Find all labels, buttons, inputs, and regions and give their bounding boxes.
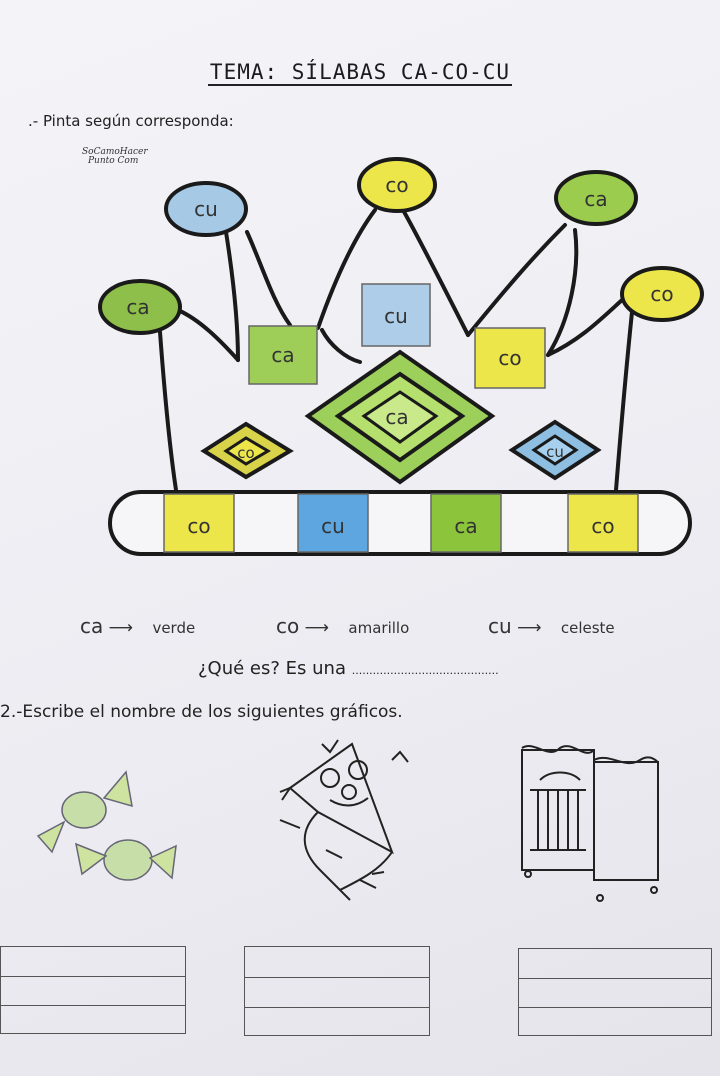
circle-co-right: co — [620, 266, 704, 322]
worksheet-title: TEMA: SÍLABAS CA-CO-CU — [207, 60, 513, 86]
legend-ca-color: verde — [152, 619, 196, 637]
circle-co-label: co — [385, 173, 408, 197]
band-box-co-left: co — [163, 493, 235, 553]
kite-icon — [279, 739, 409, 901]
legend-ca-syllable: ca — [80, 614, 104, 638]
answer-blank[interactable]: ........................................… — [351, 664, 499, 677]
diamond-co-label: co — [237, 444, 254, 462]
answer-box-crib[interactable] — [518, 948, 712, 1036]
candy-icon — [36, 770, 177, 881]
legend-co: co ⟶ amarillo — [276, 614, 409, 638]
writing-line — [1, 976, 185, 977]
circle-co: co — [357, 157, 437, 213]
arrow-right-icon: ⟶ — [517, 618, 542, 638]
question-text: ¿Qué es? Es una — [198, 658, 352, 679]
crown-band — [108, 490, 692, 556]
circle-co-right-label: co — [650, 282, 673, 306]
crown-outline — [158, 208, 634, 492]
legend-cu-color: celeste — [560, 619, 615, 637]
diamond-cu-label: cu — [546, 443, 564, 461]
legend-co-color: amarillo — [348, 619, 410, 637]
diamond-ca: ca — [304, 349, 496, 485]
answer-box-kite[interactable] — [244, 946, 430, 1036]
square-co-label: co — [498, 346, 521, 370]
arrow-right-icon: ⟶ — [108, 618, 134, 638]
brand-logo: SoCamoHacer Punto Com — [82, 148, 148, 166]
square-cu-label: cu — [384, 304, 408, 328]
square-co: co — [474, 327, 546, 389]
instruction-write: 2.-Escribe el nombre de los siguientes g… — [0, 702, 403, 722]
diamond-co: co — [200, 421, 294, 480]
square-ca: ca — [248, 325, 318, 385]
band-co-left-label: co — [187, 514, 210, 538]
writing-line — [519, 1007, 711, 1008]
writing-line — [519, 978, 711, 979]
band-box-ca: ca — [430, 493, 502, 553]
writing-line — [245, 1007, 429, 1008]
writing-line — [245, 977, 429, 978]
circle-ca-left: ca — [98, 279, 182, 335]
diamond-ca-label: ca — [385, 405, 408, 429]
legend-ca: ca ⟶ verde — [80, 614, 195, 638]
legend-cu-syllable: cu — [488, 614, 512, 638]
circle-ca-right-label: ca — [584, 187, 607, 211]
diamond-cu: cu — [508, 419, 602, 481]
band-cu-label: cu — [321, 514, 345, 538]
instruction-paint: .- Pinta según corresponda: — [28, 112, 234, 130]
band-box-cu: cu — [297, 493, 369, 553]
circle-ca-left-label: ca — [126, 295, 149, 319]
square-ca-label: ca — [271, 343, 294, 367]
square-cu: cu — [361, 283, 431, 347]
writing-line — [1, 1005, 185, 1006]
brand-line-1: SoCamoHacer — [82, 147, 148, 157]
brand-line-2: Punto Com — [88, 156, 139, 166]
legend-cu: cu ⟶ celeste — [488, 614, 615, 638]
legend-co-syllable: co — [276, 614, 300, 638]
band-co-right-label: co — [591, 514, 614, 538]
band-box-co-right: co — [567, 493, 639, 553]
question-line: ¿Qué es? Es una ........................… — [198, 658, 499, 679]
circle-cu-label: cu — [194, 197, 218, 221]
answer-box-candy[interactable] — [0, 946, 186, 1034]
crib-icon — [521, 745, 659, 902]
circle-ca-right: ca — [554, 170, 638, 226]
arrow-right-icon: ⟶ — [304, 618, 330, 638]
circle-cu: cu — [164, 181, 248, 237]
band-ca-label: ca — [454, 514, 477, 538]
crown-drawing: cu co ca ca co cu ca co — [98, 157, 704, 556]
